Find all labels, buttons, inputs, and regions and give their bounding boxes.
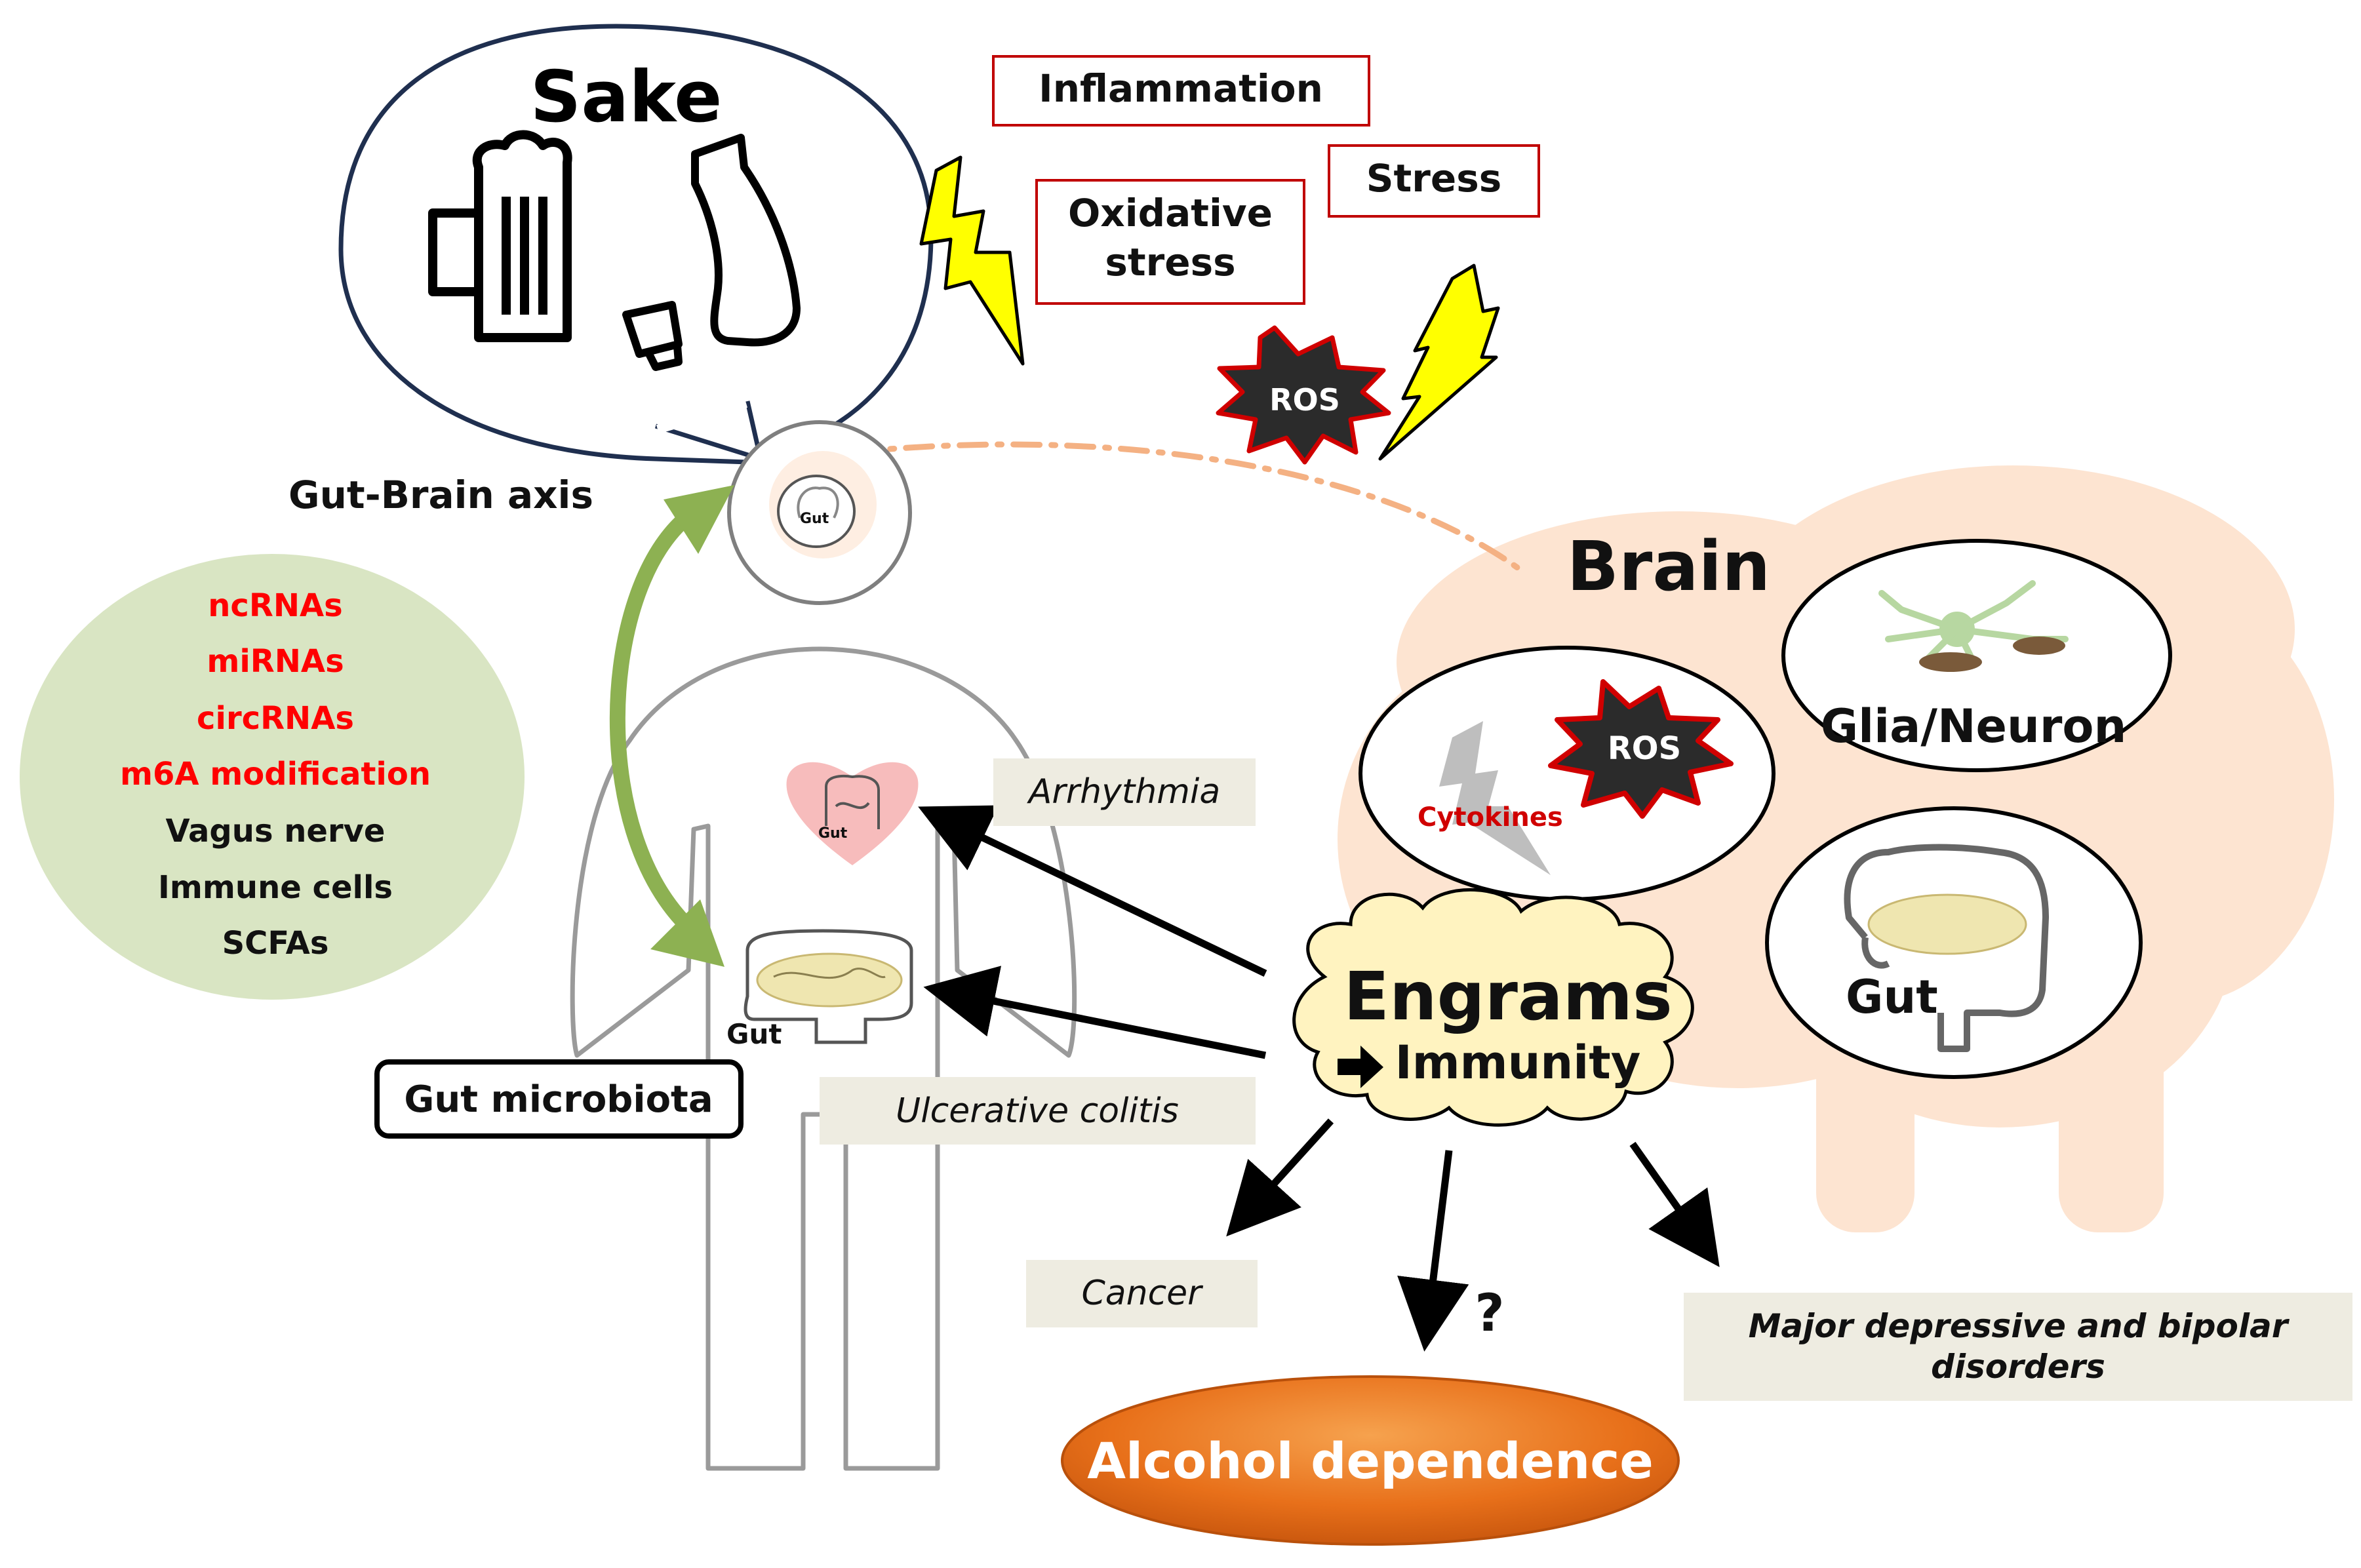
lightning-icon-left	[919, 155, 1025, 366]
sake-title: Sake	[530, 56, 723, 138]
ros-label-brain: ROS	[1608, 730, 1681, 767]
gut-microbiota-box	[374, 1059, 744, 1139]
sake-bottle-icon	[691, 134, 801, 347]
mediator-3: m6A modification	[120, 756, 431, 793]
engrams-title: Engrams	[1343, 958, 1672, 1036]
mediator-6: SCFAs	[222, 925, 329, 962]
cytokine-lightning-icon	[1439, 721, 1551, 875]
brain-gut-label: Gut	[1846, 970, 1938, 1024]
ulcerative-box	[820, 1077, 1256, 1145]
neuron-cell-2	[2013, 637, 2065, 655]
heart-gut-label: Gut	[818, 825, 848, 842]
beer-mug-icon	[428, 130, 572, 342]
heart-gut-icon	[825, 774, 880, 829]
ros-cytokines-circle	[1359, 646, 1776, 901]
brain-title: Brain	[1567, 526, 1770, 606]
oxidative-label-2: stress	[1105, 240, 1235, 284]
neuron-cell-1	[1919, 652, 1982, 672]
arrow-to-gut	[923, 966, 1267, 1059]
heart-icon-shape	[786, 762, 919, 865]
brain-gut-icon	[1844, 844, 2049, 1052]
inflammation-box	[992, 55, 1370, 127]
ros-star-icon-top	[1216, 325, 1391, 465]
cancer-label: Cancer	[1081, 1274, 1204, 1313]
arrow-to-cancer	[1226, 1118, 1334, 1237]
abdomen-gut-icon	[744, 929, 913, 1044]
head-gut-icon	[769, 451, 877, 559]
cancer-box	[1026, 1260, 1258, 1327]
alcohol-dependence-label: Alcohol dependence	[1087, 1432, 1654, 1490]
oxidative-box	[1035, 179, 1305, 305]
question-mark: ?	[1475, 1284, 1504, 1343]
stress-label: Stress	[1366, 156, 1501, 201]
engrams-cloud	[1292, 888, 1694, 1127]
arrhythmia-box	[993, 758, 1256, 826]
glia-neuron-label: Glia/Neuron	[1821, 699, 2127, 753]
engrams-arrow-icon	[1338, 1046, 1383, 1088]
inflammation-label: Inflammation	[1039, 66, 1323, 111]
head-gut-label: Gut	[800, 511, 829, 527]
mdd-box	[1684, 1293, 2352, 1401]
ulcerative-label: Ulcerative colitis	[896, 1091, 1179, 1131]
stress-box	[1328, 144, 1540, 218]
dashed-axis-line	[849, 441, 1524, 574]
mediator-0: ncRNAs	[208, 587, 342, 624]
mediator-4: Vagus nerve	[166, 813, 386, 850]
glia-neuron-circle	[1781, 539, 2172, 772]
alcohol-dependence-oval	[1061, 1375, 1680, 1546]
arrhythmia-label: Arrhythmia	[1027, 772, 1220, 812]
arrow-to-mdd	[1629, 1141, 1720, 1267]
abdomen-gut-label: Gut	[726, 1018, 782, 1050]
mediator-5: Immune cells	[158, 869, 393, 906]
mdd-label-1: Major depressive and bipolar	[1749, 1307, 2290, 1345]
human-body-outline	[570, 646, 1077, 1471]
lightning-icon-right	[1378, 264, 1500, 461]
ros-label-top: ROS	[1269, 382, 1340, 418]
gut-brain-axis-arrow	[609, 485, 734, 967]
mdd-label-2: disorders	[1931, 1348, 2105, 1386]
mediator-1: miRNAs	[207, 643, 344, 680]
sake-cup-icon	[622, 301, 683, 371]
gut-brain-axis-label: Gut-Brain axis	[288, 473, 593, 517]
brain-gut-microbes	[1867, 893, 2027, 955]
arrow-to-alcohol	[1397, 1150, 1469, 1352]
cytokines-label: Cytokines	[1418, 802, 1563, 833]
gut-microbiota-label: Gut microbiota	[404, 1078, 713, 1121]
arrow-to-heart	[918, 805, 1267, 977]
mediators-ellipse	[20, 554, 525, 1000]
immunity-label: Immunity	[1395, 1036, 1641, 1089]
mediator-2: circRNAs	[197, 700, 354, 737]
ros-star-icon-brain	[1548, 679, 1734, 819]
oxidative-label-1: Oxidative	[1068, 191, 1273, 235]
